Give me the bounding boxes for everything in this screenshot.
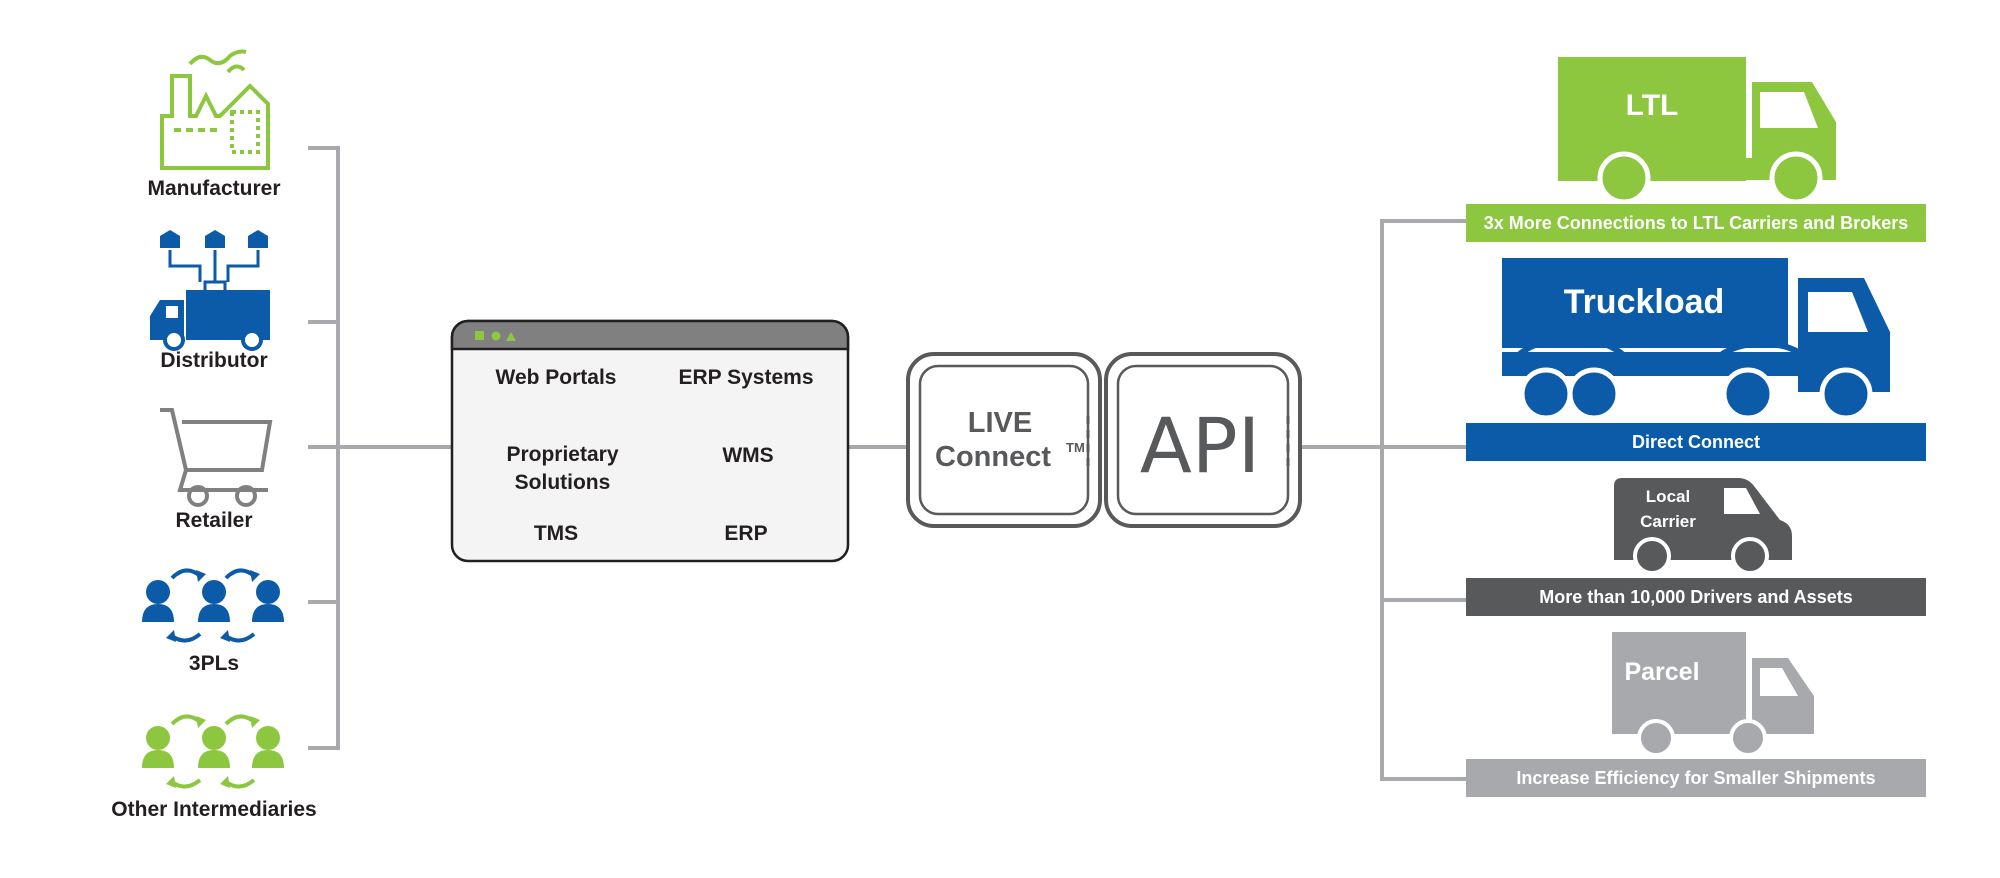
source-label: 3PLs bbox=[189, 652, 239, 675]
live-connect-line2: Connect bbox=[935, 441, 1051, 473]
window-controls bbox=[475, 331, 516, 341]
source-manufacturer: Manufacturer bbox=[147, 49, 281, 200]
carrier-bar-text: Increase Efficiency for Smaller Shipment… bbox=[1516, 768, 1875, 788]
carrier-parcel: Parcel Increase Efficiency for Smaller S… bbox=[1466, 632, 1926, 797]
systems-panel: Web Portals ERP Systems Proprietary Solu… bbox=[450, 319, 850, 563]
system-item: Web Portals bbox=[496, 366, 617, 389]
truck-label-line2: Carrier bbox=[1640, 512, 1696, 531]
left-connector bbox=[308, 146, 452, 750]
carrier-bar-text: More than 10,000 Drivers and Assets bbox=[1539, 587, 1852, 607]
parcel-truck-icon bbox=[1612, 632, 1814, 757]
source-retailer: Retailer bbox=[160, 408, 273, 532]
truck-label-line1: Local bbox=[1646, 487, 1690, 506]
semi-truck-icon bbox=[1502, 258, 1890, 421]
carrier-ltl: LTL 3x More Connections to LTL Carriers … bbox=[1466, 57, 1926, 242]
box-truck-icon bbox=[1558, 57, 1836, 205]
source-label: Manufacturer bbox=[147, 177, 280, 200]
carrier-truckload: Truckload Direct Connect bbox=[1466, 258, 1926, 461]
system-item: ERP bbox=[724, 522, 767, 545]
system-item-wrapper: Proprietary Solutions bbox=[506, 443, 619, 494]
api-label: API bbox=[1140, 401, 1260, 490]
source-distributor: Distributor bbox=[150, 230, 270, 372]
carrier-bar bbox=[1466, 423, 1926, 461]
system-item: WMS bbox=[722, 444, 773, 467]
right-connector bbox=[1380, 219, 1466, 781]
system-item: ERP Systems bbox=[678, 366, 813, 389]
trademark-mark: TM bbox=[1066, 440, 1085, 455]
live-connect-key: LIVE Connect TM bbox=[906, 352, 1102, 528]
van-icon bbox=[1614, 478, 1792, 575]
source-label: Other Intermediaries bbox=[111, 798, 316, 821]
carrier-bar-text: Direct Connect bbox=[1632, 432, 1760, 452]
shopping-cart-icon bbox=[160, 408, 273, 507]
carrier-bar bbox=[1466, 578, 1926, 616]
carrier-bar-text: 3x More Connections to LTL Carriers and … bbox=[1484, 213, 1908, 233]
factory-icon bbox=[160, 49, 270, 170]
source-label: Retailer bbox=[175, 509, 252, 532]
carrier-bar bbox=[1466, 759, 1926, 797]
truck-label: LTL bbox=[1626, 89, 1679, 122]
source-other-intermediaries: Other Intermediaries bbox=[111, 714, 317, 821]
people-exchange-icon bbox=[142, 714, 284, 789]
source-label: Distributor bbox=[160, 349, 267, 372]
people-exchange-icon bbox=[142, 568, 284, 643]
live-connect-line1: LIVE bbox=[968, 407, 1032, 439]
truck-label: Parcel bbox=[1624, 658, 1699, 686]
distribution-truck-icon bbox=[150, 230, 270, 351]
system-item: Proprietary Solutions bbox=[506, 443, 619, 494]
system-item: TMS bbox=[534, 522, 578, 545]
carrier-bar bbox=[1466, 204, 1926, 242]
carrier-local: Local Carrier More than 10,000 Drivers a… bbox=[1466, 478, 1926, 616]
truck-label: Truckload bbox=[1564, 283, 1725, 321]
source-3pls: 3PLs bbox=[142, 568, 284, 675]
api-key: API bbox=[1104, 352, 1302, 528]
